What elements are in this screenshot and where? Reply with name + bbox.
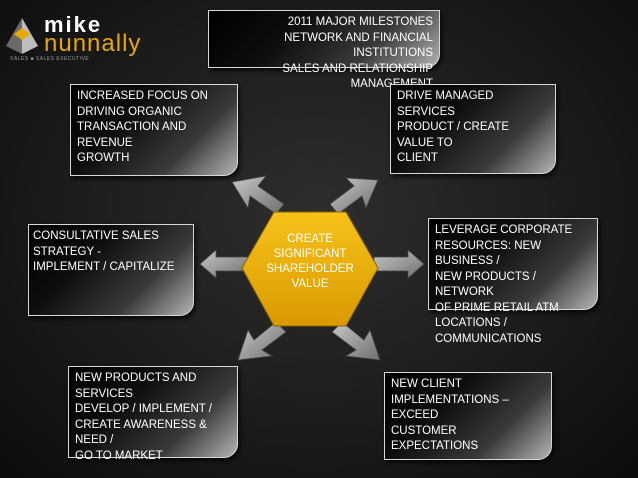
node-top-left-text: INCREASED FOCUS ON DRIVING ORGANIC TRANS…: [77, 90, 208, 164]
node-mid-left: CONSULTATIVE SALES STRATEGY - IMPLEMENT …: [28, 224, 194, 316]
logo-first-name: mike: [44, 12, 103, 37]
node-top: 2011 MAJOR MILESTONES NETWORK AND FINANC…: [208, 10, 440, 90]
node-bottom-right-text: NEW CLIENT IMPLEMENTATIONS – EXCEED CUST…: [391, 378, 509, 452]
node-top-left: INCREASED FOCUS ON DRIVING ORGANIC TRANS…: [70, 84, 238, 176]
pyramid-icon: [6, 18, 38, 54]
node-mid-right-text: LEVERAGE CORPORATE RESOURCES: NEW BUSINE…: [435, 224, 573, 345]
arrow-top-right: [329, 177, 379, 215]
node-mid-right: LEVERAGE CORPORATE RESOURCES: NEW BUSINE…: [428, 218, 598, 345]
arrow-bottom-right: [331, 321, 381, 361]
node-bottom-right: NEW CLIENT IMPLEMENTATIONS – EXCEED CUST…: [384, 372, 552, 460]
node-mid-left-text: CONSULTATIVE SALES STRATEGY - IMPLEMENT …: [33, 230, 175, 273]
node-top-right: DRIVE MANAGED SERVICES PRODUCT / CREATE …: [390, 84, 556, 174]
node-top-right-text: DRIVE MANAGED SERVICES PRODUCT / CREATE …: [397, 90, 510, 164]
logo-last-name: nunnally: [44, 30, 142, 57]
logo: mike nunnally SALES ■ SALES EXECUTIVE: [4, 12, 140, 62]
node-bottom-left: NEW PRODUCTS AND SERVICES DEVELOP / IMPL…: [68, 366, 238, 462]
logo-tagline: SALES ■ SALES EXECUTIVE: [10, 56, 90, 62]
arrow-top-left: [231, 175, 285, 215]
node-bottom-left-text: NEW PRODUCTS AND SERVICES DEVELOP / IMPL…: [75, 372, 212, 462]
hub-label: CREATE SIGNIFICANT SHAREHOLDER VALUE: [266, 233, 354, 290]
node-top-text: 2011 MAJOR MILESTONES NETWORK AND FINANC…: [282, 16, 433, 90]
arrow-bottom-left: [237, 321, 287, 361]
